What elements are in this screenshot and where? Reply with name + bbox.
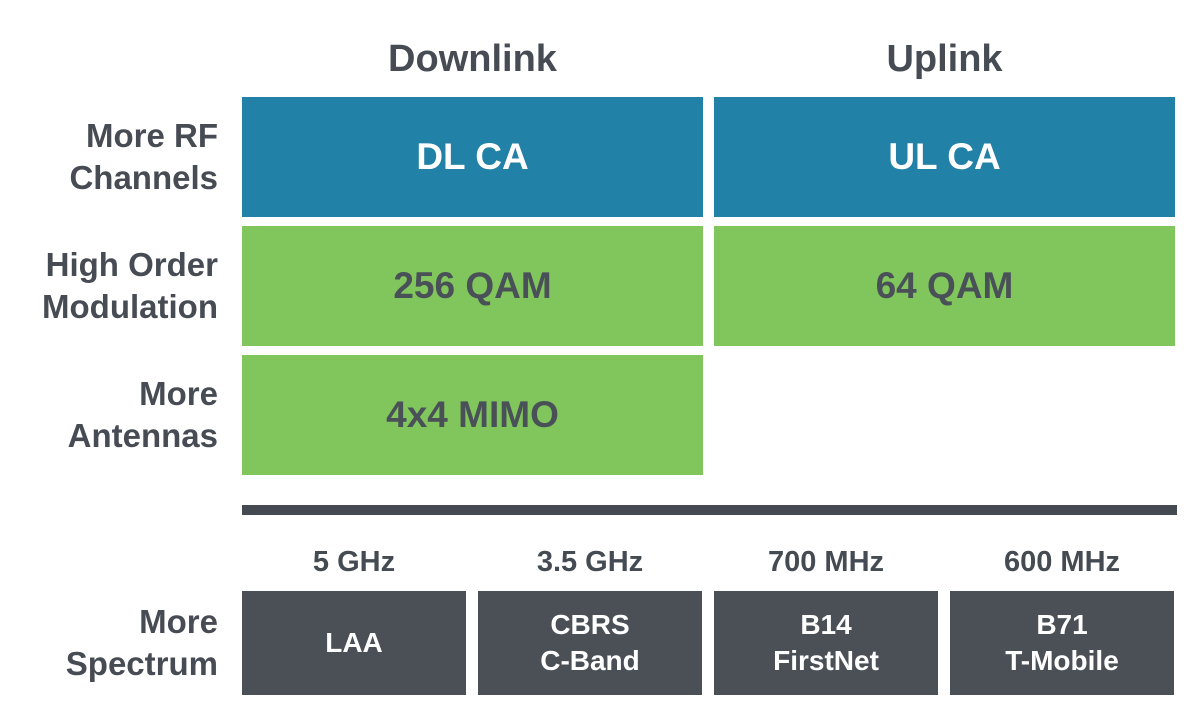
row-label-line: Modulation — [42, 288, 218, 325]
row-label-more-rf-channels: More RF Channels — [0, 97, 218, 217]
band-box-line: C-Band — [540, 645, 640, 676]
cell-4x4-mimo: 4x4 MIMO — [242, 355, 703, 475]
cell-ul-ca: UL CA — [714, 97, 1175, 217]
band-box-line: FirstNet — [773, 645, 879, 676]
band-box-line: CBRS — [550, 609, 630, 640]
cell-64-qam: 64 QAM — [714, 226, 1175, 346]
row-label-high-order-modulation: High Order Modulation — [0, 226, 218, 346]
band-box-b14-firstnet: B14 FirstNet — [714, 591, 938, 695]
divider-line — [242, 505, 1177, 515]
freq-label-600mhz: 600 MHz — [1003, 546, 1121, 578]
band-box-line: B71 — [1036, 609, 1088, 640]
row-label-line: Channels — [69, 159, 218, 196]
column-header-downlink: Downlink — [388, 38, 557, 80]
row-label-line: More — [139, 603, 218, 640]
band-box-line: LAA — [325, 627, 383, 658]
freq-label-3-5ghz: 3.5 GHz — [536, 546, 644, 578]
band-box-cbrs-c-band: CBRS C-Band — [478, 591, 702, 695]
band-box-laa: LAA — [242, 591, 466, 695]
row-label-line: Spectrum — [65, 645, 218, 682]
row-label-line: Antennas — [67, 417, 218, 454]
freq-label-700mhz: 700 MHz — [767, 546, 885, 578]
cell-dl-ca: DL CA — [242, 97, 703, 217]
row-label-more-antennas: More Antennas — [0, 355, 218, 475]
band-box-line: T-Mobile — [1005, 645, 1119, 676]
row-label-line: High Order — [45, 246, 218, 283]
band-box-b71-t-mobile: B71 T-Mobile — [950, 591, 1174, 695]
cell-256-qam: 256 QAM — [242, 226, 703, 346]
band-box-line: B14 — [800, 609, 852, 640]
row-label-more-spectrum: More Spectrum — [0, 591, 218, 695]
row-label-line: More — [139, 375, 218, 412]
freq-label-5ghz: 5 GHz — [312, 546, 396, 578]
row-label-line: More RF — [86, 117, 218, 154]
column-header-uplink: Uplink — [886, 38, 1003, 80]
